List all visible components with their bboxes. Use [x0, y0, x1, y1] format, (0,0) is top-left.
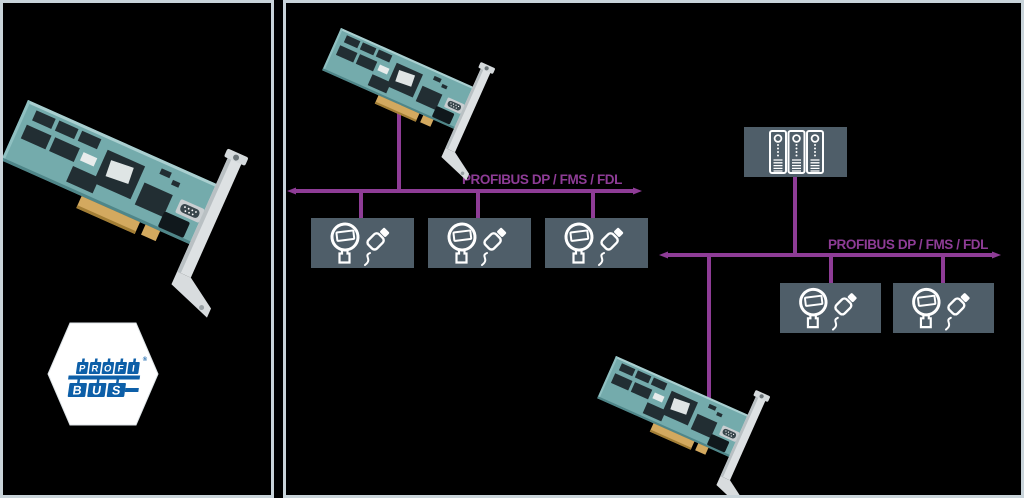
- device-node-3: [545, 218, 648, 268]
- device-node-2: [428, 218, 531, 268]
- logo-letter: P: [78, 364, 87, 375]
- logo-letter: B: [72, 384, 83, 398]
- bus2-label: PROFIBUS DP / FMS / FDL: [828, 237, 988, 252]
- pci-card-photo-bottom: [580, 332, 788, 498]
- pci-card-photo-large: [0, 66, 274, 318]
- device-node-1: [311, 218, 414, 268]
- bus1-label: PROFIBUS DP / FMS / FDL: [462, 172, 622, 187]
- device-node-5: [893, 283, 994, 333]
- logo-letter: R: [91, 364, 100, 375]
- profibus-logo: P R O F I B U S ®: [47, 322, 159, 426]
- topology-diagram-panel: PROFIBUS DP / FMS / FDL PROFIBUS DP / FM…: [283, 0, 1024, 498]
- controller-node: [744, 127, 847, 177]
- pci-card-photo-top: [305, 4, 513, 181]
- device-node-4: [780, 283, 881, 333]
- registered-trademark: ®: [143, 356, 148, 363]
- logo-letter: F: [117, 364, 125, 375]
- logo-letter: S: [111, 384, 121, 398]
- logo-letter: I: [131, 364, 136, 375]
- logo-letter: O: [103, 364, 112, 375]
- bus-line-2: [659, 175, 1001, 402]
- logo-letter: U: [91, 384, 102, 398]
- product-photo-panel: P R O F I B U S ®: [0, 0, 274, 498]
